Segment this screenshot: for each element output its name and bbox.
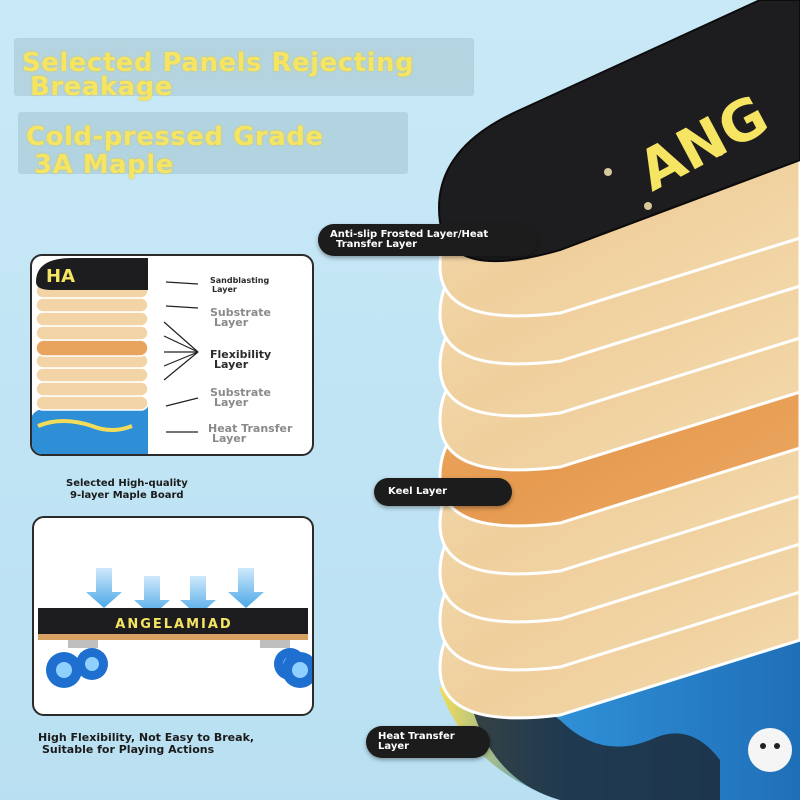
headline-line-3: Cold-pressed Grade <box>26 122 324 152</box>
layer-label-substrate-top: Substrate Layer <box>210 306 271 329</box>
layer-pointer-lines <box>163 281 199 433</box>
callout-bottom-line-1: Heat Transfer <box>378 731 455 742</box>
layer-label-5-line-1: Heat Transfer <box>208 422 293 435</box>
layer-label-4-line-2: Layer <box>214 396 249 409</box>
layer-label-substrate-bottom: Substrate Layer <box>210 386 271 409</box>
callout-grip-line-1: Anti-slip Frosted Layer/Heat <box>330 229 489 240</box>
layer-label-flexibility: Flexibility Layer <box>210 348 272 371</box>
headline-line-4: 3A Maple <box>34 150 174 180</box>
layer-label-heat-transfer: Heat Transfer Layer <box>208 422 293 445</box>
layer-label-2-line-2: Layer <box>214 316 249 329</box>
layer-label-1-line-2: Layer <box>212 285 237 294</box>
pressure-arrows <box>86 568 264 616</box>
layer-label-3-line-2: Layer <box>214 358 249 371</box>
headline-line-2: Breakage <box>30 72 173 102</box>
layer-caption-line-1: Selected High-quality <box>66 478 188 489</box>
wheels <box>46 648 312 688</box>
layer-label-4-line-1: Substrate <box>210 386 271 399</box>
flexibility-panel: ANGELAMIAD <box>32 516 314 716</box>
mini-exploded-deck: HA <box>32 258 149 454</box>
layer-label-1-line-1: Sandblasting <box>210 276 270 285</box>
mini-deck-brand: HA <box>46 266 75 287</box>
layer-diagram-caption: Selected High-quality 9-layer Maple Boar… <box>66 478 188 502</box>
callout-bottom-layer: Heat Transfer Layer <box>366 726 490 758</box>
headline-line-1: Selected Panels Rejecting <box>22 48 415 78</box>
trucks <box>68 640 290 648</box>
callout-bottom-line-2: Layer <box>378 741 410 752</box>
layer-label-sandblasting: Sandblasting Layer <box>210 276 269 294</box>
layer-label-5-line-2: Layer <box>212 432 247 445</box>
side-view-deck <box>38 608 308 634</box>
layer-caption-line-2: 9-layer Maple Board <box>70 490 184 501</box>
headline-banner-1 <box>14 38 474 96</box>
layer-label-2-line-1: Substrate <box>210 306 271 319</box>
headline-banner-2 <box>18 112 408 174</box>
flex-caption-line-1: High Flexibility, Not Easy to Break, <box>38 731 255 744</box>
flex-caption-line-2: Suitable for Playing Actions <box>42 743 215 756</box>
callout-keel-layer: Keel Layer <box>374 478 512 506</box>
callout-grip-line-2: Transfer Layer <box>336 239 418 250</box>
side-deck-brand: ANGELAMIAD <box>115 617 232 632</box>
deck-bolts <box>604 148 724 210</box>
layer-label-3-line-1: Flexibility <box>210 348 272 361</box>
flexibility-illustration: ANGELAMIAD <box>38 568 312 688</box>
layer-diagram-panel: HA Sandblasting Layer Substrate Layer <box>30 254 314 456</box>
callout-grip-layer: Anti-slip Frosted Layer/Heat Transfer La… <box>318 224 538 256</box>
flexibility-caption: High Flexibility, Not Easy to Break, Sui… <box>38 732 254 756</box>
